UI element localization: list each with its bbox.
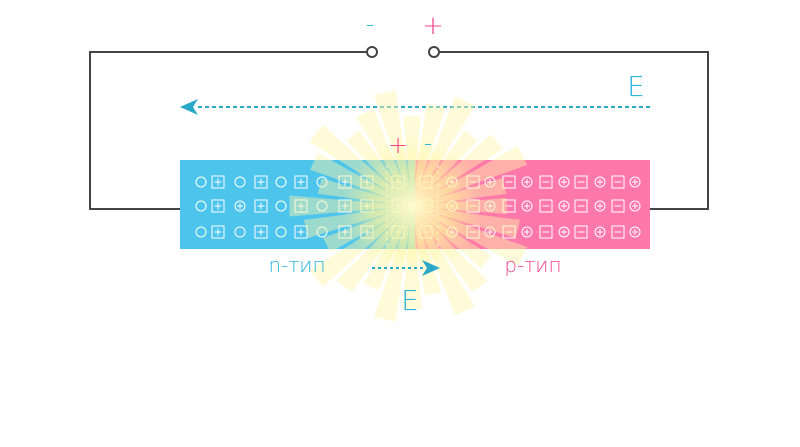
electron-symbol (316, 200, 328, 212)
hole-symbol (558, 176, 570, 188)
negative-terminal (366, 46, 378, 58)
donor-ion-symbol (211, 175, 225, 189)
hole-symbol (594, 226, 606, 238)
donor-ion-symbol (294, 175, 308, 189)
hole-symbol (521, 176, 533, 188)
donor-ion-symbol (211, 225, 225, 239)
hole-symbol (484, 200, 496, 212)
junction-plus: + (388, 131, 408, 159)
electron-symbol (316, 176, 328, 188)
external-field-label: E (627, 70, 645, 103)
acceptor-ion-symbol (502, 225, 516, 239)
hole-symbol (558, 226, 570, 238)
hole-symbol (629, 226, 641, 238)
hole-symbol (629, 176, 641, 188)
acceptor-ion-symbol (574, 199, 588, 213)
electron-symbol (234, 226, 246, 238)
electron-symbol (275, 176, 287, 188)
n-type-label: n-тип (268, 253, 325, 277)
acceptor-ion-symbol (611, 199, 625, 213)
hole-symbol (234, 200, 246, 212)
acceptor-ion-symbol (502, 175, 516, 189)
donor-ion-symbol (294, 225, 308, 239)
donor-ion-symbol (211, 199, 225, 213)
hole-symbol (521, 226, 533, 238)
electron-symbol (316, 226, 328, 238)
hole-symbol (629, 200, 641, 212)
acceptor-ion-symbol (502, 199, 516, 213)
internal-field-arrowhead (422, 260, 440, 276)
plus-sign: + (422, 11, 444, 41)
internal-field-label: E (401, 284, 419, 317)
hole-symbol (594, 176, 606, 188)
junction-glow (289, 90, 528, 322)
p-type-label: р-тип (504, 253, 561, 277)
donor-ion-symbol (254, 225, 268, 239)
acceptor-ion-symbol (611, 225, 625, 239)
hole-symbol (521, 200, 533, 212)
acceptor-ion-symbol (574, 175, 588, 189)
circuit-wire (89, 51, 709, 210)
acceptor-ion-symbol (574, 225, 588, 239)
acceptor-ion-symbol (611, 175, 625, 189)
minus-sign: - (366, 10, 375, 38)
hole-symbol (484, 176, 496, 188)
acceptor-ion-symbol (539, 225, 553, 239)
junction-minus: - (424, 129, 433, 157)
electron-symbol (275, 226, 287, 238)
electron-symbol (195, 176, 207, 188)
donor-ion-symbol (254, 175, 268, 189)
external-field-arrowhead (180, 99, 198, 115)
electron-symbol (195, 200, 207, 212)
hole-symbol (594, 200, 606, 212)
donor-ion-symbol (254, 199, 268, 213)
electron-symbol (195, 226, 207, 238)
donor-ion-symbol (294, 199, 308, 213)
electron-symbol (275, 200, 287, 212)
acceptor-ion-symbol (539, 175, 553, 189)
glow-core (342, 136, 482, 276)
hole-symbol (558, 200, 570, 212)
hole-symbol (484, 226, 496, 238)
electron-symbol (234, 176, 246, 188)
acceptor-ion-symbol (539, 199, 553, 213)
positive-terminal (428, 46, 440, 58)
